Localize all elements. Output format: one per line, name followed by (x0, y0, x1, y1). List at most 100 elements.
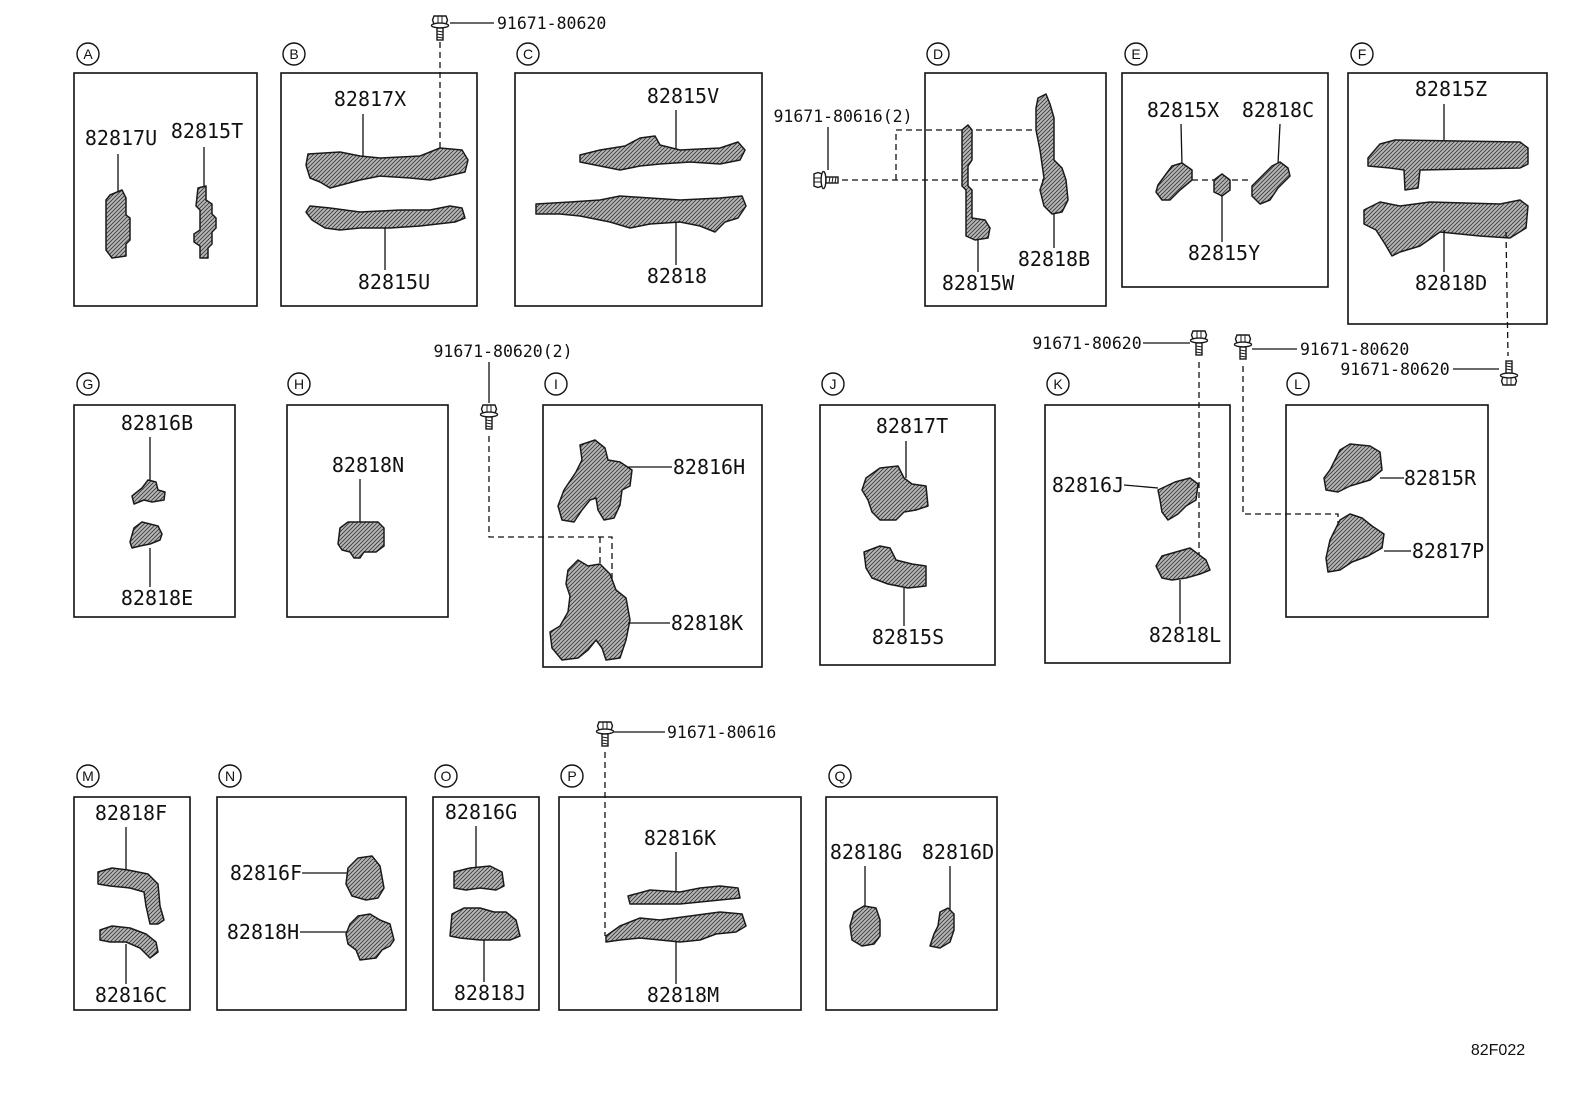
bolt-part-number: 91671-80616(2) (773, 107, 912, 126)
section-letter-badge (282, 42, 306, 66)
section-letter-badge (1124, 42, 1148, 66)
part-82816J (1157, 477, 1199, 521)
part-82818C (1251, 161, 1291, 205)
section-letter: L (1294, 376, 1302, 392)
part-82818J (449, 907, 521, 941)
section-letter-badge (218, 764, 242, 788)
part-number-label: 82816J (1052, 473, 1124, 497)
section-m: M 82818F 82816C (73, 764, 191, 1011)
section-frame (819, 404, 996, 666)
section-letter-badge (544, 372, 568, 396)
section-letter-badge (76, 372, 100, 396)
part-number-label: 82818M (647, 983, 719, 1007)
part-number-label: 82818 (647, 264, 707, 288)
section-letter-badge (434, 764, 458, 788)
section-frame (514, 72, 763, 307)
part-number-label: 82817P (1412, 539, 1484, 563)
section-letter-badge (828, 764, 852, 788)
part-number-label: 82818H (227, 920, 299, 944)
section-letter: N (225, 768, 235, 784)
part-82818F (97, 867, 165, 925)
part-number-label: 82816K (644, 826, 716, 850)
part-number-label: 82818K (671, 611, 743, 635)
section-letter: D (933, 46, 943, 62)
section-frame (1285, 404, 1489, 618)
part-number-label: 82818G (830, 840, 902, 864)
section-c: C 82815V 82818 (514, 42, 763, 307)
section-letter: F (1358, 46, 1367, 62)
section-letter-badge (926, 42, 950, 66)
part-82818G (849, 905, 881, 947)
section-frame (1044, 404, 1231, 664)
section-f: F 82815Z 82818D 91671-80620 (1340, 42, 1548, 386)
part-number-label: 82817X (334, 87, 406, 111)
part-number-label: 82818J (454, 981, 526, 1005)
part-82816H (557, 439, 633, 523)
section-h: H 82818N (286, 372, 449, 618)
part-number-label: 82815Y (1188, 241, 1260, 265)
part-82818E (129, 521, 163, 549)
section-frame (73, 404, 236, 618)
bolt-part-number: 91671-80620 (1340, 360, 1449, 379)
section-l: L 91671-80620 82815R 82817P (1233, 334, 1489, 618)
section-g: G 82816B 82818E (73, 372, 236, 618)
part-number-label: 82818F (95, 801, 167, 825)
part-82817P (1325, 513, 1385, 573)
part-82818D (1363, 199, 1529, 257)
part-82818B (1035, 93, 1069, 215)
part-82816G (453, 865, 505, 891)
section-n: N 82816F 82818H (216, 764, 407, 1011)
part-82816K (627, 885, 741, 905)
section-letter: G (83, 376, 94, 392)
part-number-label: 82818D (1415, 271, 1487, 295)
part-number-label: 82815T (171, 119, 243, 143)
section-i: I 91671-80620(2) 82816H 82818K (433, 342, 763, 668)
part-82818 (535, 195, 747, 233)
part-82815Z (1367, 139, 1529, 191)
part-number-label: 82817U (85, 126, 157, 150)
section-e: E 82815X 82818C 82815Y (1121, 42, 1329, 288)
part-number-label: 82815Z (1415, 77, 1487, 101)
bolt-part-number: 91671-80620(2) (433, 342, 572, 361)
part-number-label: 82818E (121, 586, 193, 610)
part-number-label: 82815W (942, 271, 1015, 295)
section-letter-badge (560, 764, 584, 788)
section-letter: M (82, 768, 94, 784)
part-82815R (1323, 443, 1383, 493)
part-number-label: 82818C (1242, 98, 1314, 122)
section-q: Q 82818G 82816D (825, 764, 998, 1011)
section-letter-badge (76, 42, 100, 66)
part-number-label: 82818N (332, 453, 404, 477)
part-82815X (1155, 162, 1193, 201)
section-letter: E (1131, 46, 1140, 62)
part-82815T (193, 185, 217, 259)
part-number-label: 82818B (1018, 247, 1090, 271)
section-frame (73, 796, 191, 1011)
bolt-part-number: 91671-80616 (667, 723, 776, 742)
part-number-label: 82817T (876, 414, 948, 438)
section-letter: O (441, 768, 452, 784)
bolt-part-number: 91671-80620 (1300, 340, 1409, 359)
part-82818K (549, 559, 631, 661)
section-letter: B (289, 46, 298, 62)
section-frame (286, 404, 449, 618)
part-number-label: 82815S (872, 625, 944, 649)
part-82815V (579, 135, 746, 171)
section-frame (558, 796, 802, 1011)
section-letter-badge (287, 372, 311, 396)
section-letter: Q (835, 768, 846, 784)
part-82818L (1155, 547, 1211, 581)
section-letter: A (83, 46, 93, 62)
section-letter-badge (1286, 372, 1310, 396)
part-number-label: 82815R (1404, 466, 1477, 490)
part-82815Y (1213, 173, 1231, 197)
section-b: B 91671-80620 82817X 82815U (280, 14, 606, 307)
section-p: P 91671-80616 82816K 82818M (558, 721, 802, 1011)
section-letter: I (554, 376, 558, 392)
section-letter-badge (821, 372, 845, 396)
section-letter-badge (1046, 372, 1070, 396)
part-number-label: 82816D (922, 840, 994, 864)
part-number-label: 82815V (647, 84, 719, 108)
section-o: O 82816G 82818J (432, 764, 540, 1011)
